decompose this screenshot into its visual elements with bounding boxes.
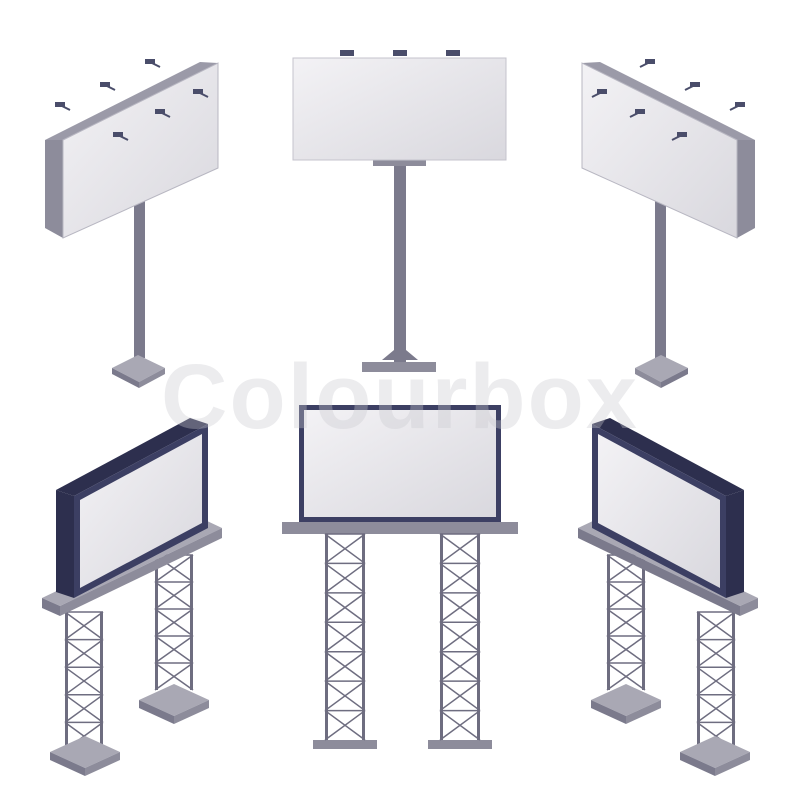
tower-brace (324, 621, 366, 653)
tower-leg (697, 612, 700, 750)
tower-leg (325, 534, 328, 740)
tower-brace (439, 592, 481, 623)
tower-leg (477, 534, 480, 740)
tower-foot-side (715, 752, 750, 776)
tower-foot-side (139, 700, 174, 724)
lamp-icon (145, 59, 155, 64)
tower-foot-side (50, 752, 85, 776)
tower-brace (696, 638, 736, 668)
tower-brace (606, 608, 646, 637)
tower-brace (154, 635, 194, 664)
billboard-pole-right (581, 59, 755, 388)
billboard-pole-left (45, 59, 219, 388)
tower-brace (324, 680, 366, 712)
lamp-icon (635, 109, 645, 114)
lamp-icon (113, 132, 123, 137)
tower-foot-side (680, 752, 715, 776)
lamp-icon (645, 59, 655, 64)
billboard-pole-center (292, 50, 507, 372)
lamp-icon (735, 102, 745, 107)
lamp-icon (690, 82, 700, 87)
tower-brace (154, 554, 194, 583)
tower-brace (696, 666, 736, 696)
tower-brace (64, 666, 104, 696)
tower-brace (64, 638, 104, 668)
lamp-icon (100, 82, 110, 87)
tower-leg (65, 612, 68, 750)
tower-brace (439, 562, 481, 594)
tower-brace (324, 562, 366, 594)
tower-brace (439, 651, 481, 682)
tower-leg (732, 612, 735, 750)
tower-brace (64, 611, 104, 641)
tower-brace (324, 592, 366, 623)
tower-leg (155, 555, 158, 690)
tower-leg (100, 612, 103, 750)
billboard-tower-center (282, 405, 518, 749)
tower-foot-side (85, 752, 120, 776)
tower-brace (324, 709, 366, 741)
tower-leg (607, 555, 610, 690)
tower-brace (324, 651, 366, 682)
tower-brace (324, 533, 366, 565)
tower-leg (190, 555, 193, 690)
tower-brace (439, 680, 481, 712)
tower-brace (64, 694, 104, 724)
lamp-icon (677, 132, 687, 137)
tower-brace (154, 608, 194, 637)
billboard-tower-left (42, 418, 222, 776)
tower-foot-side (626, 700, 661, 724)
tower-brace (606, 635, 646, 664)
tower-brace (606, 662, 646, 691)
tower-brace (439, 621, 481, 653)
tower-brace (154, 581, 194, 610)
lamp-icon (193, 89, 203, 94)
tower-brace (606, 581, 646, 610)
tower-leg (642, 555, 645, 690)
tower-leg (440, 534, 443, 740)
billboard-tower-right (578, 418, 758, 776)
lamp-icon (597, 89, 607, 94)
tower-brace (439, 709, 481, 741)
tower-brace (696, 694, 736, 724)
tower-brace (439, 533, 481, 565)
tower-leg (362, 534, 365, 740)
tower-foot-side (591, 700, 626, 724)
tower-brace (696, 611, 736, 641)
tower-foot-side (174, 700, 209, 724)
tower-brace (154, 662, 194, 691)
lamp-icon (55, 102, 65, 107)
lamp-icon (155, 109, 165, 114)
